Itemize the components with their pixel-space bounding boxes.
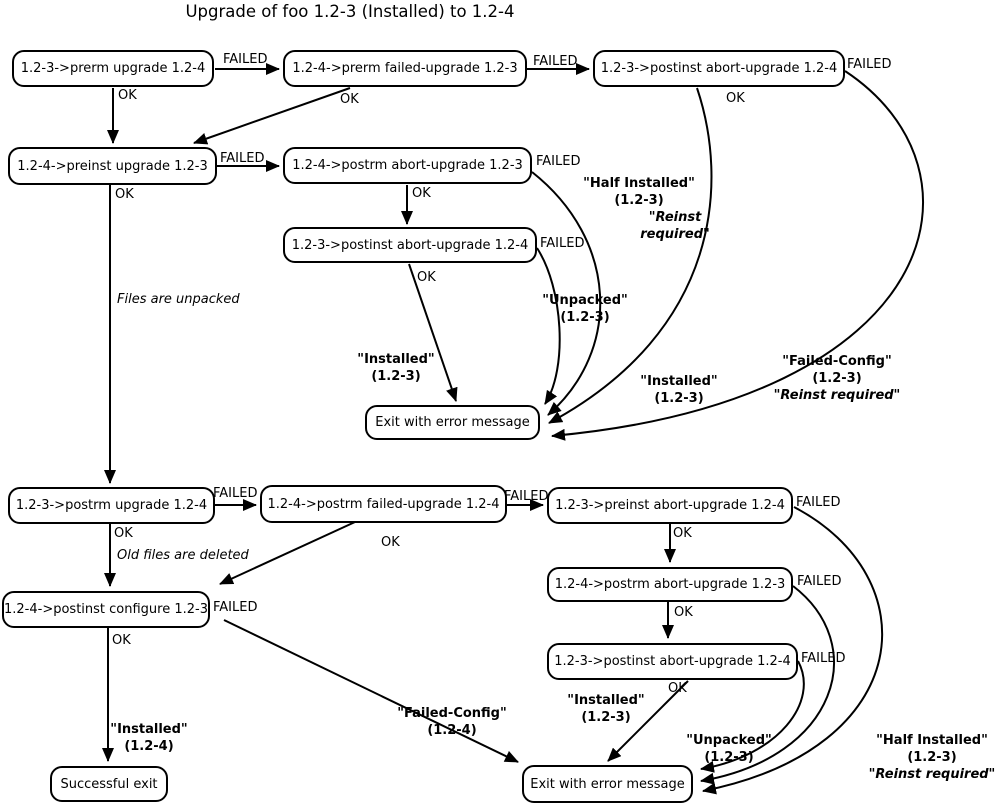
edge-label-failed-prerm: FAILED <box>223 52 268 67</box>
node-exit-error-top: Exit with error message <box>365 405 540 440</box>
edge-label-failed-configure: FAILED <box>213 600 258 615</box>
edge-label-failed-postinstabortbottom: FAILED <box>801 651 846 666</box>
state-unpacked-123-top: "Unpacked" (1.2-3) <box>510 293 660 327</box>
annotation-files-unpacked: Files are unpacked <box>117 292 240 307</box>
state-line: "Installed" <box>357 352 435 367</box>
state-failed-config-124: "Failed-Config" (1.2-4) <box>377 706 527 740</box>
node-postinst-abort-upgrade-bottom: 1.2-3->postinst abort-upgrade 1.2-4 <box>547 643 798 680</box>
edge-postinstabortmid-failed-to-exit1 <box>536 247 561 405</box>
edge-postrmabort2-failed-to-exit2 <box>700 585 835 785</box>
node-prerm-upgrade: 1.2-3->prerm upgrade 1.2-4 <box>12 50 214 87</box>
node-postinst-configure: 1.2-4->postinst configure 1.2-3 <box>2 591 210 628</box>
state-line: (1.2-4) <box>427 722 477 738</box>
state-line: (1.2-3) <box>371 368 421 384</box>
state-line: "Installed" <box>640 374 718 389</box>
state-line: (1.2-3) <box>704 749 754 765</box>
edge-postinstaborttop-ok-to-exit1 <box>548 87 713 424</box>
state-line: (1.2-3) <box>654 390 704 406</box>
edge-label-failed-postrmfailed: FAILED <box>504 489 549 504</box>
state-line: "Unpacked" <box>542 293 628 308</box>
edge-label-failed-postrmupgrade: FAILED <box>213 486 258 501</box>
edge-postinstabort2-failed-to-exit2 <box>700 660 805 773</box>
edge-label-failed-postinstabortmid: FAILED <box>540 236 585 251</box>
edge-label-failed-preinstabort: FAILED <box>796 495 841 510</box>
edge-label-ok-configure: OK <box>112 633 131 648</box>
state-line: "Installed" <box>110 722 188 737</box>
edge-postinstabort-ok-to-exit1 <box>408 263 458 402</box>
edge-label-ok-postrmaborttop: OK <box>412 186 431 201</box>
state-failed-config-123: "Failed-Config" (1.2-3) "Reinst required… <box>752 354 922 405</box>
node-exit-error-bottom: Exit with error message <box>522 765 693 803</box>
edge-label-ok-preinstabort: OK <box>673 526 692 541</box>
edge-label-failed-prermfailed: FAILED <box>533 54 578 69</box>
edge-label-failed-postrmaborttop: FAILED <box>536 154 581 169</box>
edge-label-ok-postinstaborttop: OK <box>726 91 745 106</box>
state-line: "Unpacked" <box>686 733 772 748</box>
state-line: (1.2-4) <box>124 738 174 754</box>
annotation-old-files-deleted: Old files are deleted <box>117 548 249 563</box>
edge-label-ok-prermfailed: OK <box>340 92 359 107</box>
state-line: (1.2-3) <box>812 370 862 386</box>
state-line: "Installed" <box>567 693 645 708</box>
edge-label-ok-postrmabortbottom: OK <box>674 605 693 620</box>
node-postinst-abort-upgrade-mid: 1.2-3->postinst abort-upgrade 1.2-4 <box>283 227 537 263</box>
edge-postinstabort2-ok-to-exit2 <box>607 680 689 762</box>
state-line: "Reinst required" <box>773 387 901 403</box>
edge-configure-failed-to-exit2 <box>223 619 519 763</box>
edge-preinstabort-failed-to-exit2 <box>702 506 884 795</box>
node-postinst-abort-upgrade-top: 1.2-3->postinst abort-upgrade 1.2-4 <box>593 50 845 87</box>
edge-label-ok-prerm: OK <box>118 88 137 103</box>
state-line: (1.2-3) <box>907 749 957 765</box>
state-unpacked-123-bottom: "Unpacked" (1.2-3) <box>654 733 804 767</box>
edge-label-ok-preinst: OK <box>115 187 134 202</box>
node-successful-exit: Successful exit <box>50 766 168 802</box>
node-postrm-failed-upgrade: 1.2-4->postrm failed-upgrade 1.2-4 <box>260 485 507 523</box>
state-line: "Failed-Config" <box>782 354 892 369</box>
state-installed-123-bottom: "Installed" (1.2-3) <box>531 693 681 727</box>
edge-label-failed-preinst: FAILED <box>220 151 265 166</box>
state-line: (1.2-3) <box>581 709 631 725</box>
edge-label-failed-postinstaborttop: FAILED <box>847 57 892 72</box>
node-postrm-abort-upgrade-top: 1.2-4->postrm abort-upgrade 1.2-3 <box>283 147 532 184</box>
node-postrm-upgrade: 1.2-3->postrm upgrade 1.2-4 <box>8 487 215 524</box>
edge-postinstaborttop-failed-to-exit1 <box>551 70 924 441</box>
state-installed-123-mid: "Installed" (1.2-3) <box>321 352 471 386</box>
state-line: "Half Installed" <box>583 176 695 191</box>
edge-prermfailed-ok-to-preinst <box>193 87 351 145</box>
node-postrm-abort-upgrade-bottom: 1.2-4->postrm abort-upgrade 1.2-3 <box>547 567 793 602</box>
node-preinst-abort-upgrade: 1.2-3->preinst abort-upgrade 1.2-4 <box>547 487 793 524</box>
state-installed-123-right: "Installed" (1.2-3) <box>604 374 754 408</box>
state-line: "Reinst required" <box>868 766 996 782</box>
node-prerm-failed-upgrade: 1.2-4->prerm failed-upgrade 1.2-3 <box>283 50 527 87</box>
edge-label-ok-postinstabortmid: OK <box>417 270 436 285</box>
diagram-title: Upgrade of foo 1.2-3 (Installed) to 1.2-… <box>185 2 515 21</box>
state-line: "Failed-Config" <box>397 706 507 721</box>
state-line: "Half Installed" <box>876 733 988 748</box>
edge-label-ok-postinstabortbottom: OK <box>668 681 687 696</box>
state-line: (1.2-3) <box>560 309 610 325</box>
state-half-installed-top: "Half Installed" (1.2-3) "Reinst require… <box>554 176 724 244</box>
state-line: (1.2-3) <box>614 192 664 208</box>
state-installed-124: "Installed" (1.2-4) <box>74 722 224 756</box>
state-half-installed-bottom: "Half Installed" (1.2-3) "Reinst require… <box>847 733 998 784</box>
edge-postrmabort-failed-to-exit1 <box>531 171 602 416</box>
edge-label-ok-postrmupgrade: OK <box>114 526 133 541</box>
edge-postrmfailed-ok-to-configure <box>219 521 356 585</box>
edge-label-ok-postrmfailed: OK <box>381 535 400 550</box>
node-preinst-upgrade: 1.2-4->preinst upgrade 1.2-3 <box>8 147 217 185</box>
state-line: "Reinst required" <box>640 209 710 242</box>
edge-label-failed-postrmabortbottom: FAILED <box>797 574 842 589</box>
